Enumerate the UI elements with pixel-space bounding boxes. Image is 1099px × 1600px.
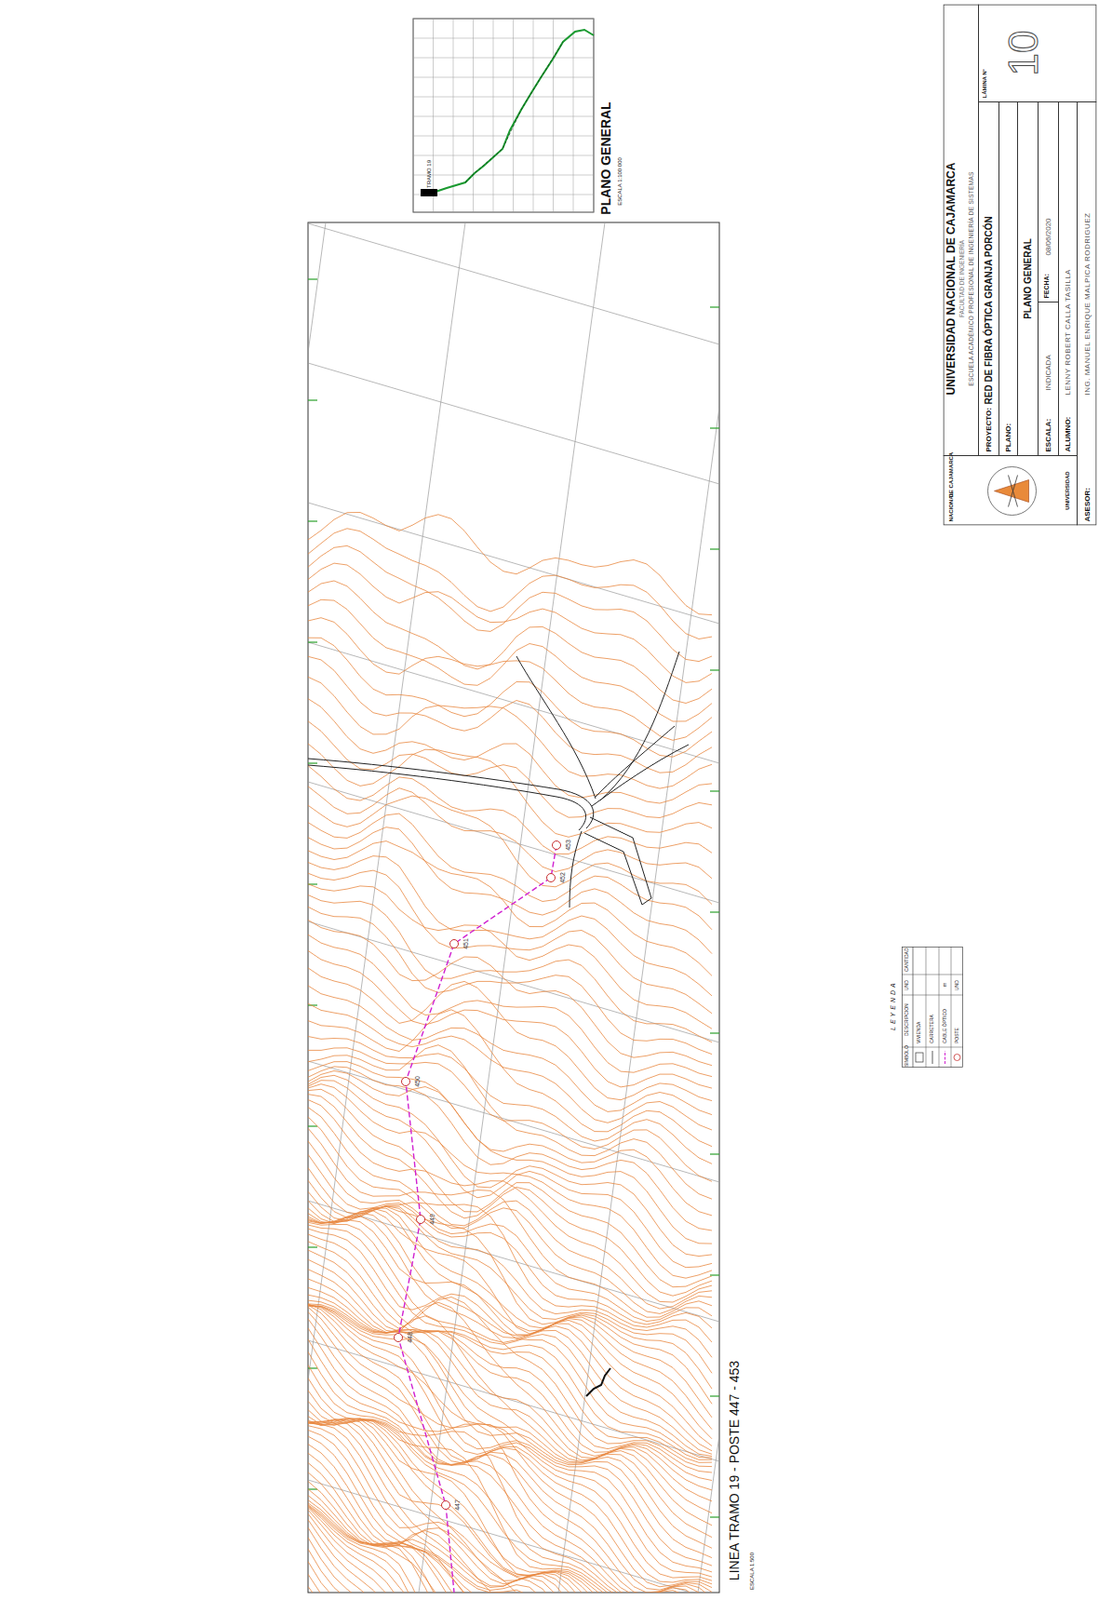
title-block: UNIVERSIDAD NACIONAL DE CAJAMARCAFACULTA… — [943, 4, 1098, 526]
inset-grid — [413, 18, 594, 213]
pole-number: 452 — [559, 871, 567, 884]
legend-text: CARRETERA — [929, 1014, 936, 1044]
school-name: ESCUELA ACADÉMICO PROFESIONAL DE INGENIE… — [967, 102, 975, 456]
sheet-number: 10 — [1001, 4, 1046, 103]
field-label: PROYECTO: — [985, 407, 994, 452]
field-value: INDICADA — [1045, 354, 1054, 390]
pole-symbols — [394, 841, 562, 1510]
terrain-feature — [586, 1367, 611, 1396]
field-label: ESCALA: — [1045, 418, 1054, 453]
logo-text: UNIVERSIDAD — [1064, 457, 1072, 524]
inset-section-label: TRAMO 19 — [426, 160, 433, 188]
legend-lines — [888, 946, 964, 1068]
legend-header: SIMBOLO — [904, 1045, 911, 1067]
pole-number: 449 — [428, 1213, 437, 1225]
field-label: ASESOR: — [1084, 487, 1093, 522]
pole-number: 448 — [406, 1331, 415, 1343]
student-name: LENNY ROBERT CALLA TASILLA — [1064, 268, 1073, 395]
legend-unit: m — [942, 982, 949, 987]
pole-number: 451 — [462, 938, 470, 950]
inset-title: PLANO GENERAL — [599, 101, 614, 215]
legend-header: DESCRIPCION — [904, 1003, 911, 1036]
inset-scale: ESCALA 1:100 000 — [616, 157, 624, 206]
legend-header: CANTIDAD — [904, 947, 911, 972]
field-label: PLANO: — [1005, 423, 1014, 453]
pole-number: 450 — [414, 1075, 422, 1087]
sheet-label: LÁMINA N° — [981, 68, 989, 99]
road — [308, 651, 689, 908]
field-value: 08/06/2020 — [1045, 217, 1054, 255]
legend-text: CABLE ÓPTICO — [942, 1008, 949, 1044]
project-name: RED DE FIBRA ÓPTICA GRANJA PORCÓN — [983, 215, 994, 404]
legend-unit: UND — [954, 979, 961, 991]
advisor-name: ING. MANUEL ENRIQUE MALPICA RODRIGUEZ — [1084, 212, 1093, 395]
legend-block: LEYENDA SIMBOLO DESCRIPCION UND CANTIDAD VIVI… — [888, 946, 964, 1068]
legend-title: LEYENDA — [889, 979, 898, 1031]
field-label: FECHA: — [1043, 273, 1051, 298]
map-frame — [308, 222, 720, 1593]
drawing-title: LINEA TRAMO 19 - POSTE 447 - 453 — [727, 1360, 742, 1581]
contour-lines — [308, 512, 712, 1594]
pole-number: 447 — [454, 1499, 462, 1511]
legend-header: UND — [904, 979, 911, 991]
field-label: ALUMNO: — [1064, 416, 1073, 453]
title-block-lines — [943, 4, 1098, 526]
legend-text: VIVIENDA — [916, 1021, 923, 1044]
inset-route — [429, 29, 594, 194]
legend-text: POSTE — [954, 1027, 961, 1044]
faculty-name: FACULTAD DE INGENIERÍA — [958, 102, 965, 456]
drawing-scale: ESCALA 1:500 — [749, 1552, 756, 1590]
pole-number: 453 — [564, 839, 573, 851]
institution-name: UNIVERSIDAD NACIONAL DE CAJAMARCA — [945, 102, 958, 456]
plan-name: PLANO GENERAL — [1022, 102, 1033, 456]
inset-frame — [413, 18, 594, 213]
inset-route-detail — [465, 41, 563, 183]
fiber-cable-route — [398, 844, 557, 1593]
inset-marker — [420, 188, 438, 197]
coordinate-grid — [308, 222, 720, 1593]
logo-text: DE CAJAMARCA — [948, 452, 955, 498]
